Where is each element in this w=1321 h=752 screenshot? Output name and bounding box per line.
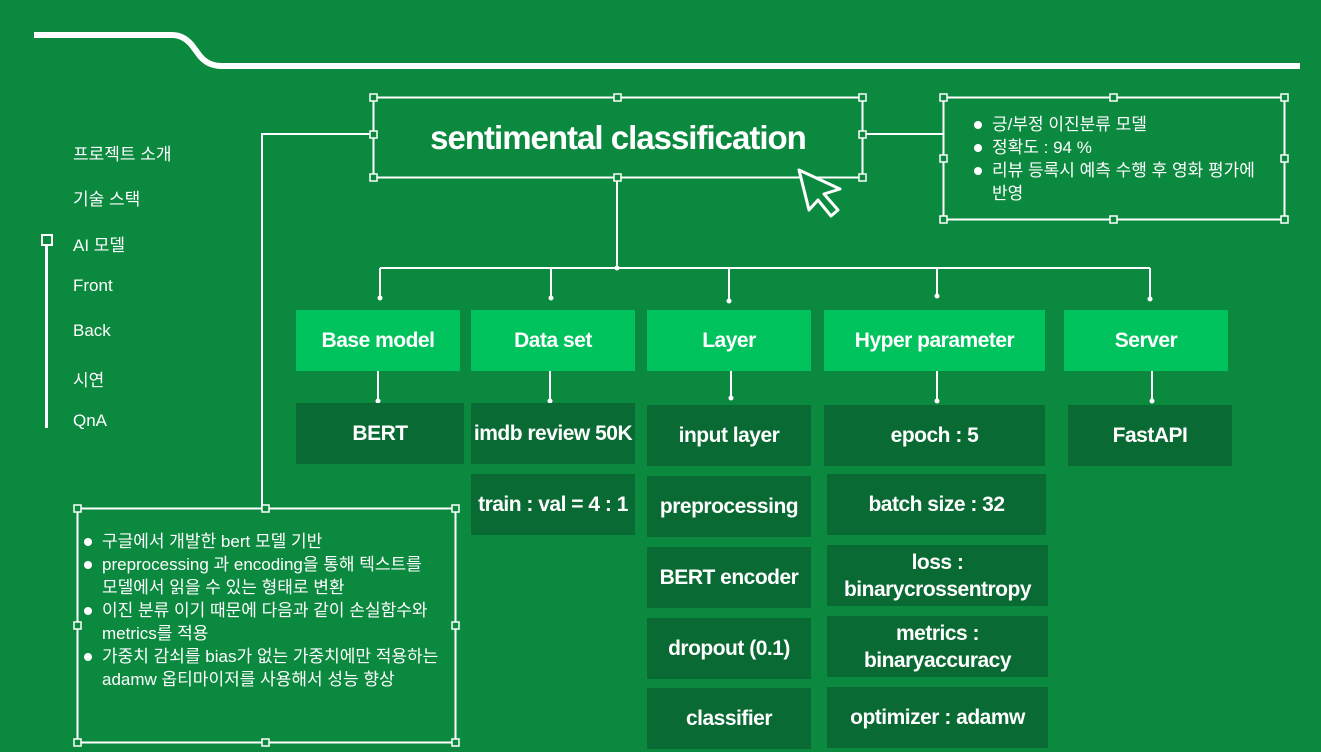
item-layer: preprocessing	[647, 476, 811, 537]
item-hyper-parameter: epoch : 5	[824, 405, 1045, 466]
item-layer: classifier	[647, 688, 811, 749]
item-layer: BERT encoder	[647, 547, 811, 608]
item-label: loss : binarycrossentropy	[843, 550, 1032, 601]
item-layer: input layer	[647, 405, 811, 466]
item-label: dropout (0.1)	[668, 637, 790, 660]
cursor-pointer-icon	[797, 168, 842, 218]
header-layer: Layer	[647, 310, 811, 371]
item-hyper-parameter: loss : binarycrossentropy	[827, 545, 1048, 606]
item-server: FastAPI	[1068, 405, 1232, 466]
item-label: preprocessing	[659, 495, 799, 518]
header-server: Server	[1064, 310, 1228, 371]
header-data-set: Data set	[471, 310, 635, 371]
item-hyper-parameter: optimizer : adamw	[827, 687, 1048, 748]
notes-bullet: 구글에서 개발한 bert 모델 기반	[80, 530, 442, 553]
item-data-set: train : val = 4 : 1	[471, 474, 635, 535]
summary-bullet: 리뷰 등록시 예측 수행 후 영화 평가에 반영	[970, 159, 1270, 205]
item-hyper-parameter: metrics : binaryaccuracy	[827, 616, 1048, 677]
item-label: optimizer : adamw	[850, 706, 1025, 729]
item-hyper-parameter: batch size : 32	[827, 474, 1046, 535]
item-label: BERT encoder	[659, 566, 799, 589]
item-base-model: BERT	[296, 403, 464, 464]
item-label: imdb review 50K	[473, 422, 633, 445]
item-label: batch size : 32	[868, 493, 1005, 516]
summary-bullet: 긍/부정 이진분류 모델	[970, 113, 1270, 136]
item-label: classifier	[685, 707, 773, 730]
summary-bullet: 정확도 : 94 %	[970, 136, 1270, 159]
item-label: train : val = 4 : 1	[478, 493, 628, 516]
header-base-model: Base model	[296, 310, 460, 371]
nav-marker-icon	[41, 234, 53, 246]
nav-item-tech-stack[interactable]: 기술 스택	[73, 190, 141, 209]
notes-bullet: 이진 분류 이기 때문에 다음과 같이 손실함수와 metrics를 적용	[80, 599, 442, 645]
notes-box: 구글에서 개발한 bert 모델 기반 preprocessing 과 enco…	[80, 530, 442, 691]
item-label: FastAPI	[1112, 424, 1188, 447]
item-data-set: imdb review 50K	[471, 403, 635, 464]
nav-item-demo[interactable]: 시연	[73, 371, 105, 390]
header-hyper-parameter: Hyper parameter	[824, 310, 1045, 371]
item-label: metrics : binaryaccuracy	[863, 621, 1012, 672]
page-title: sentimental classification	[430, 118, 807, 156]
nav-item-project-intro[interactable]: 프로젝트 소개	[73, 145, 172, 164]
item-label: epoch : 5	[890, 424, 979, 447]
notes-bullet: 가중치 감쇠를 bias가 없는 가중치에만 적용하는 adamw 옵티마이저를…	[80, 645, 442, 691]
summary-box: 긍/부정 이진분류 모델 정확도 : 94 % 리뷰 등록시 예측 수행 후 영…	[970, 113, 1270, 205]
title-box: sentimental classification	[373, 97, 863, 178]
item-label: BERT	[352, 422, 408, 445]
nav-item-back[interactable]: Back	[73, 321, 111, 340]
item-label: input layer	[678, 424, 780, 447]
nav-item-qna[interactable]: QnA	[73, 411, 108, 430]
nav-item-front[interactable]: Front	[73, 276, 113, 295]
item-layer: dropout (0.1)	[647, 618, 811, 679]
notes-bullet: preprocessing 과 encoding을 통해 텍스트를 모델에서 읽…	[80, 553, 442, 599]
nav-item-ai-model[interactable]: AI 모델	[73, 236, 126, 255]
